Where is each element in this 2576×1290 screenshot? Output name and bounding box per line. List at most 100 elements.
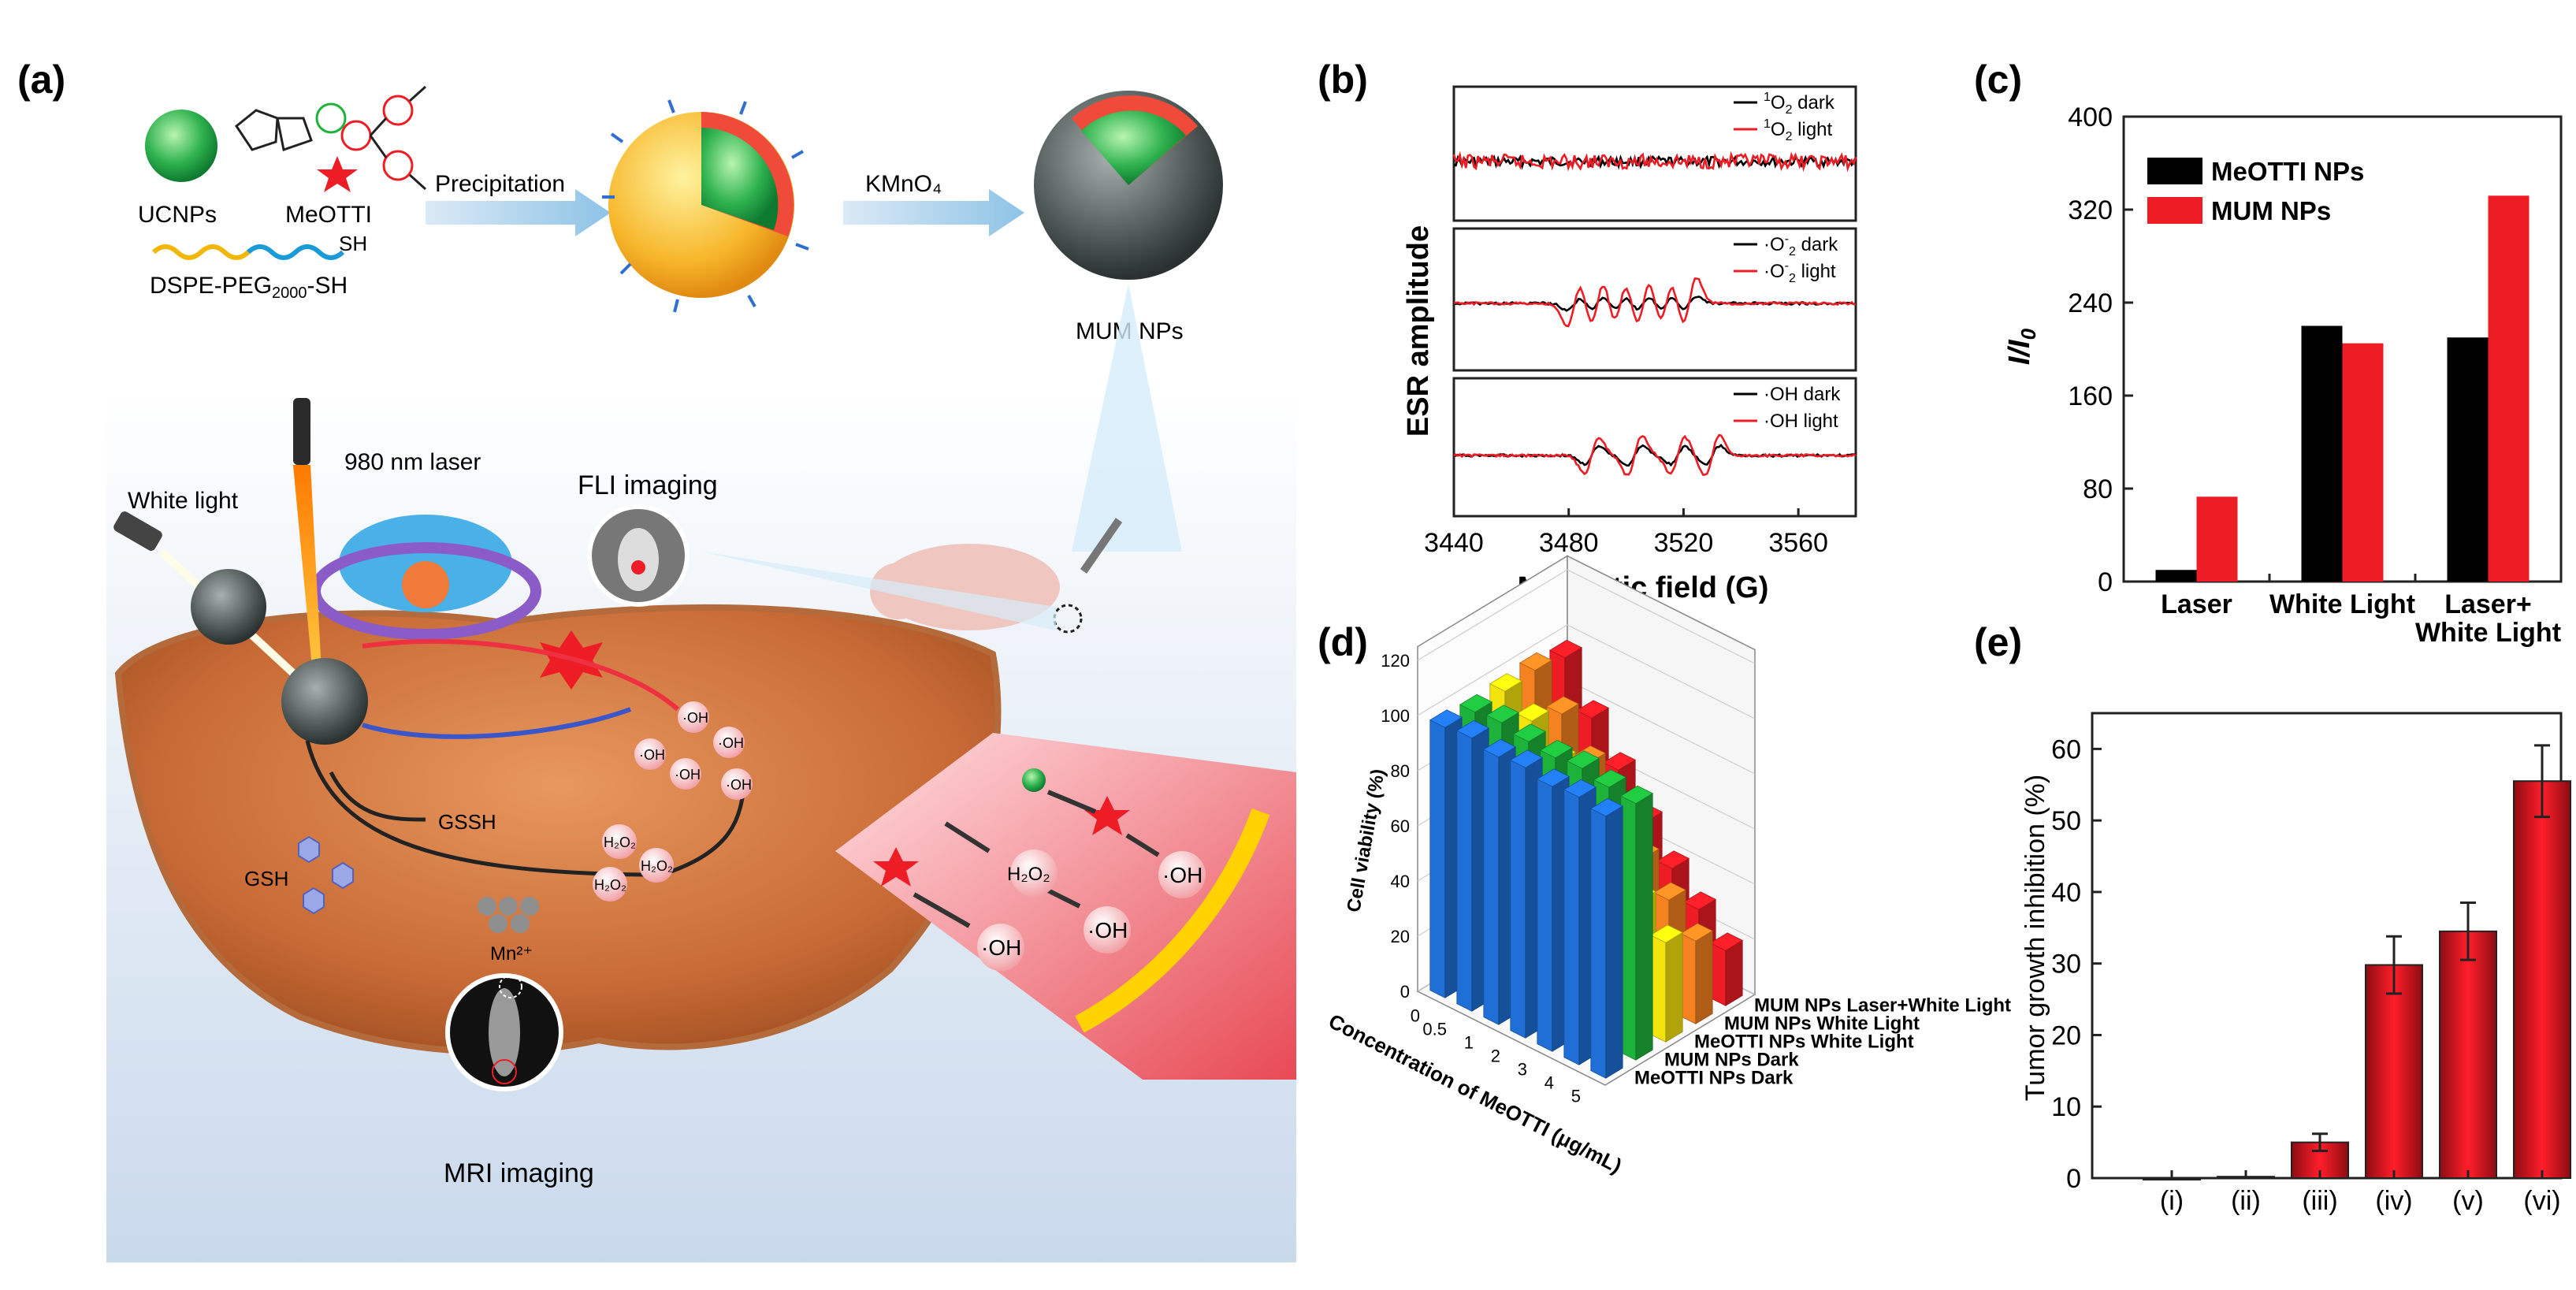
oh-bubble-1 xyxy=(1158,851,1206,898)
red-reaction-arrow xyxy=(362,638,679,712)
viability-xtick-label: 4 xyxy=(1544,1073,1554,1093)
viability-gridline xyxy=(1417,624,1756,719)
inhibition-bar xyxy=(2439,930,2497,1180)
red-star-icon xyxy=(1084,796,1130,835)
viability-ztick-label: 60 xyxy=(1391,816,1410,836)
nucleolus xyxy=(402,561,449,608)
viability-xtick-label: 2 xyxy=(1491,1046,1500,1066)
viability-xtick-label: 0.5 xyxy=(1422,1020,1447,1039)
panel-a-schematic: (a) UCNPs MeOTTI SH DSPE-PEG2000-SH Prec… xyxy=(17,58,1296,1262)
mri-roi-red xyxy=(492,1059,517,1084)
viability-series-label: MUM NPs Dark xyxy=(1664,1050,1799,1071)
ucnp-sphere xyxy=(145,110,217,182)
oh-radicals-cluster: ·OH ·OH ·OH ·OH ·OH xyxy=(634,701,753,800)
svg-text:·OH: ·OH xyxy=(726,777,752,793)
reaction-platform xyxy=(835,733,1296,1080)
ratio-bar xyxy=(2342,343,2384,582)
kmno4-label: KMnO₄ xyxy=(865,171,942,197)
ratio-ytick-label: 240 xyxy=(2068,288,2113,318)
green-nanoparticle xyxy=(1022,768,1046,792)
esr-xtick-label: 3560 xyxy=(1768,528,1828,558)
yellow-trend-arrow xyxy=(1075,808,1270,1033)
esr-ylabel: ESR amplitude xyxy=(1402,225,1435,437)
viability-series-label: MUM NPs White Light xyxy=(1724,1013,1920,1035)
oh-bubble-2-label: ·OH xyxy=(1087,918,1128,942)
ratio-ytick-label: 400 xyxy=(2068,102,2113,132)
viability-bar xyxy=(1620,785,1653,1061)
tumor-site-icon xyxy=(1053,604,1083,634)
viability-bar xyxy=(1710,932,1743,1006)
fli-label: FLI imaging xyxy=(578,470,718,500)
viability-zlabel: Cell viability (%) xyxy=(1343,768,1389,914)
oh-bubble-3-label: ·OH xyxy=(981,935,1021,960)
ratio-ytick-label: 0 xyxy=(2098,567,2113,597)
esr-trace-light xyxy=(1453,433,1857,476)
fli-mouse-shape xyxy=(618,528,659,591)
inhibition-bar xyxy=(2513,780,2571,1179)
viability-series-label: MeOTTI NPs Dark xyxy=(1634,1068,1794,1089)
inhibition-ylabel: Tumor growth inhibition (%) xyxy=(2020,775,2050,1101)
ratio-category-label: White Light xyxy=(2269,589,2415,619)
panel-e-inhibition: (e) Tumor growth inhibition (%) 01020304… xyxy=(1974,620,2571,1216)
svg-text:·OH: ·OH xyxy=(718,735,744,751)
gssh-arrow xyxy=(329,771,426,822)
mri-body-shape xyxy=(489,988,520,1076)
esr-subplot-frame xyxy=(1452,227,1857,372)
viability-bar xyxy=(1650,924,1683,1043)
oh-bubble-3 xyxy=(977,924,1024,971)
esr-subplot-frame xyxy=(1452,85,1857,222)
ratio-ytick-label: 80 xyxy=(2083,474,2113,504)
white-light-label: White light xyxy=(128,488,239,514)
inhibition-ytick-label: 10 xyxy=(2051,1092,2081,1122)
mum-nanoparticle xyxy=(1034,91,1223,280)
nanoparticle-outside-cell xyxy=(191,569,266,645)
viability-xtick-label: 1 xyxy=(1464,1033,1474,1053)
ratio-ytick-label: 160 xyxy=(2068,381,2113,411)
inhibition-category-label: (vi) xyxy=(2523,1186,2560,1216)
ratio-legend-label: MeOTTI NPs xyxy=(2211,157,2364,186)
esr-legend-label: ·O-2 light xyxy=(1764,259,1836,285)
esr-legend-label: ·OH dark xyxy=(1764,384,1841,405)
inhibition-ytick-label: 40 xyxy=(2051,878,2081,908)
viability-ztick-label: 40 xyxy=(1391,872,1410,891)
nanoparticle-inside-cell xyxy=(281,658,368,745)
dspe-label: DSPE-PEG2000-SH xyxy=(150,273,348,302)
viability-ztick-label: 100 xyxy=(1381,706,1410,726)
esr-legend-label: ·O-2 dark xyxy=(1764,232,1838,258)
ratio-bar xyxy=(2196,496,2238,582)
inhibition-category-label: (v) xyxy=(2452,1186,2484,1216)
viability-series-label: MUM NPs Laser+White Light xyxy=(1754,995,2011,1017)
laser-pointer-icon xyxy=(293,398,310,465)
svg-text:·OH: ·OH xyxy=(675,767,701,783)
inhibition-ytick-label: 0 xyxy=(2066,1164,2081,1194)
mn-label: Mn²⁺ xyxy=(490,943,533,965)
sh-label: SH xyxy=(339,232,367,255)
gsh-molecules xyxy=(298,835,354,915)
ucnps-label: UCNPs xyxy=(138,202,217,228)
mouse-light-cone xyxy=(701,552,1056,630)
panel-label-b: (b) xyxy=(1318,58,1368,102)
laser-beam xyxy=(293,465,323,701)
viability-bar xyxy=(1680,923,1713,1024)
laser-label: 980 nm laser xyxy=(344,449,481,475)
esr-xtick-label: 3440 xyxy=(1424,528,1484,558)
esr-trace-light xyxy=(1452,151,1857,173)
h2o2-bubble-label: H₂O₂ xyxy=(1007,864,1050,885)
precipitation-arrow xyxy=(426,189,611,236)
ratio-category-label: Laser+ xyxy=(2444,589,2532,619)
ratio-legend-swatch xyxy=(2147,158,2202,184)
svg-text:·OH: ·OH xyxy=(682,710,708,726)
ratio-ylabel: I/I0 xyxy=(2003,328,2040,365)
inhibition-category-label: (iii) xyxy=(2302,1186,2337,1216)
fli-tumor-signal xyxy=(631,560,645,574)
viability-ztick-label: 120 xyxy=(1381,651,1410,671)
panel-label-e: (e) xyxy=(1974,620,2022,664)
mri-roi-dashed xyxy=(499,975,522,998)
inhibition-bar xyxy=(2365,964,2423,1179)
